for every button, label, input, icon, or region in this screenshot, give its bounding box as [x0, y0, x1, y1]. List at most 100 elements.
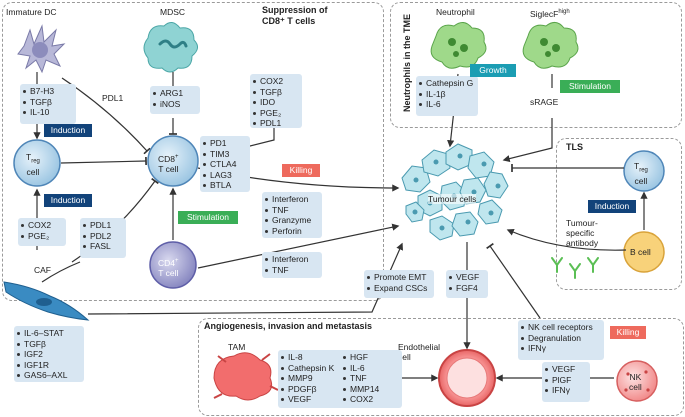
suppression-title: Suppression of CD8⁺ T cells: [262, 5, 328, 26]
caf-label: CAF: [34, 265, 51, 275]
tam-factor: IL-6: [342, 363, 379, 374]
angio-factor: VEGF: [449, 272, 484, 283]
mdsc-cell: [143, 22, 198, 73]
angio-title: Angiogenesis, invasion and metastasis: [204, 321, 373, 331]
cd4-label: CD4+T cell: [158, 257, 179, 278]
caf-factor: FASL: [83, 241, 122, 252]
tam-factor: IL-8: [280, 352, 334, 363]
tumour-factor: PGE₂: [253, 108, 298, 119]
cd8-label: CD8+T cell: [158, 153, 179, 174]
b-cell: [623, 231, 665, 273]
checkpoint: TIM3: [203, 149, 246, 160]
tumour-factor: IDO: [253, 97, 298, 108]
mdsc-label: MDSC: [160, 7, 186, 17]
treg-cell-left: [13, 139, 61, 187]
caf-pathway: TGFβ: [17, 339, 80, 350]
tumour-endothelial-factors: VEGF FGF4: [446, 270, 488, 298]
b-cell-label: B cell: [630, 247, 651, 257]
neutrophils-region: [390, 2, 682, 128]
nk-factor: Degranulation: [521, 333, 600, 344]
tam-factors: IL-8 Cathepsin K MMP9 PDGFβ VEGF HGF IL-…: [278, 350, 402, 408]
tls-title: TLS: [566, 142, 583, 152]
nk-angio-factor: IFNγ: [545, 385, 586, 396]
cd4-factors: Interferon TNF: [262, 252, 322, 278]
checkpoint: LAG3: [203, 170, 246, 181]
tumour-factor: PDL1: [253, 118, 298, 129]
suppression-region: [2, 2, 384, 301]
tam-factor: Cathepsin K: [280, 362, 335, 373]
mdsc-factor: ARG1: [153, 88, 196, 99]
caf-effect: Expand CSCs: [367, 283, 430, 294]
neutrophil-label: Neutrophil: [436, 7, 475, 17]
nk-endothelial-factors: VEGF PlGF IFNγ: [542, 362, 590, 402]
cd4-factor: TNF: [265, 265, 318, 276]
angio-region: [198, 318, 684, 416]
siglecf-neutrophil-cell: [522, 22, 579, 69]
nk-factor: IFNγ: [521, 343, 600, 354]
cd8-killing-factors: Interferon TNF Granzyme Perforin: [262, 192, 322, 238]
killing-tag: Killing: [610, 326, 646, 339]
killing-factor: Granzyme: [265, 215, 318, 226]
tam-factor: VEGF: [280, 394, 334, 405]
tumour-cells-cluster: [401, 143, 509, 241]
cd8-t-cell: [147, 135, 199, 187]
neutrophil-factor: IL-6: [419, 99, 474, 110]
tumour-cells-label: Tumour cells: [428, 194, 477, 204]
caf-factor: PDL1: [83, 220, 122, 231]
caf-factor: PGE₂: [21, 231, 62, 242]
tam-factor: PDGFβ: [280, 384, 334, 395]
tumour-factor: COX2: [253, 76, 298, 87]
cd4-t-cell: [149, 241, 197, 289]
tls-region: [556, 138, 682, 290]
mdsc-factors: ARG1 iNOS: [150, 86, 200, 114]
neutrophil-factor: IL-1β: [419, 89, 474, 100]
immature-dc-label: Immature DC: [6, 7, 57, 17]
killing-factor: Interferon: [265, 194, 318, 205]
caf-treg-factors: COX2 PGE₂: [18, 218, 66, 246]
siglecf-label: SiglecFhigh: [530, 8, 570, 19]
caf-pathway: IGF1R: [17, 360, 80, 371]
dc-factor: B7-H3: [23, 86, 72, 97]
caf-factor: COX2: [21, 220, 62, 231]
caf-pathway: GAS6–AXL: [17, 370, 80, 381]
dc-factors: B7-H3 TGFβ IL-10: [20, 84, 76, 124]
nk-angio-factor: PlGF: [545, 375, 586, 386]
induction-tag: Induction: [44, 124, 92, 137]
neutrophil-factors: Cathepsin G IL-1β IL-6: [416, 76, 478, 116]
neutrophil-factor: Cathepsin G: [419, 78, 474, 88]
tumour-factor: TGFβ: [253, 87, 298, 98]
checkpoint: CTLA4: [203, 159, 246, 170]
checkpoint-list: PD1 TIM3 CTLA4 LAG3 BTLA: [200, 136, 250, 192]
dc-factor: IL-10: [23, 107, 72, 118]
tam-factor: TNF: [342, 373, 379, 384]
tam-label: TAM: [228, 342, 246, 352]
stimulation-tag: Stimulation: [178, 211, 238, 224]
tumour-suppressive-factors: COX2 TGFβ IDO PGE₂ PDL1: [250, 74, 302, 128]
angio-factor: FGF4: [449, 283, 484, 294]
caf-cell: [3, 281, 90, 321]
immature-dc-cell: [17, 24, 66, 74]
nk-granules: [624, 370, 650, 392]
induction-tag: Induction: [44, 194, 92, 207]
nk-receptor-list: NK cell receptors Degranulation IFNγ: [518, 320, 604, 360]
induction-tag: Induction: [588, 200, 636, 213]
killing-factor: TNF: [265, 205, 318, 216]
checkpoint: PD1: [203, 138, 246, 149]
tam-factor: MMP14: [342, 383, 380, 394]
tam-cell: [213, 352, 279, 401]
tam-factor: COX2: [342, 394, 379, 405]
caf-pathway: IL-6–STAT: [17, 328, 80, 339]
nk-factor: NK cell receptors: [521, 322, 600, 333]
stimulation-tag: Stimulation: [560, 80, 620, 93]
cd4-factor: Interferon: [265, 254, 318, 265]
antibody-icons: [551, 257, 599, 279]
caf-effect: Promote EMT: [367, 272, 430, 283]
caf-pathways: IL-6–STAT TGFβ IGF2 IGF1R GAS6–AXL: [14, 326, 84, 382]
neutrophil-cell: [430, 22, 487, 69]
mdsc-factor: iNOS: [153, 99, 196, 110]
nk-angio-factor: VEGF: [545, 364, 586, 375]
